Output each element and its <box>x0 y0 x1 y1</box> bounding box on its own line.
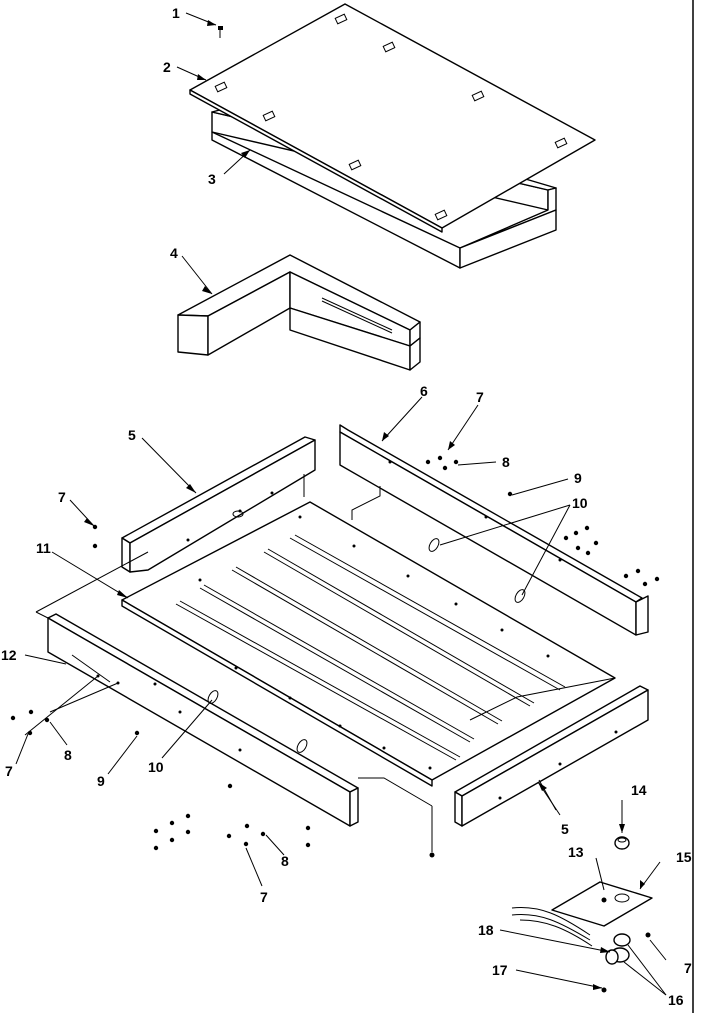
leader-arrowheads <box>84 20 645 990</box>
part-5-lower-right-rail <box>454 685 649 827</box>
callout-labels: 1 2 3 4 5 5 6 7 7 7 7 7 8 8 8 9 9 10 10 … <box>1 5 692 1008</box>
callout-8-bottom: 8 <box>281 853 289 869</box>
callout-12: 12 <box>1 647 17 663</box>
callout-6: 6 <box>420 383 428 399</box>
callout-8-top: 8 <box>502 454 510 470</box>
drain-assembly <box>511 836 653 993</box>
part-4-l-foam-block <box>177 254 421 371</box>
callout-5-upper: 5 <box>128 427 136 443</box>
part-11-base-pan <box>121 501 616 787</box>
part-12-front-rail <box>47 613 359 827</box>
callout-10-right: 10 <box>572 495 588 511</box>
callout-7-bottom: 7 <box>260 889 268 905</box>
callout-5-lower: 5 <box>561 821 569 837</box>
part-2-top-plate <box>189 3 596 233</box>
callout-7-left: 7 <box>58 489 66 505</box>
callout-17: 17 <box>492 962 508 978</box>
part-6-right-rail <box>339 424 649 636</box>
part-1-screw <box>218 26 223 38</box>
callout-11: 11 <box>36 540 51 556</box>
callout-10-left: 10 <box>148 759 164 775</box>
loose-fasteners <box>10 455 660 858</box>
callout-3: 3 <box>208 171 216 187</box>
part-5-upper-left-rail <box>121 436 316 573</box>
callout-9-right: 9 <box>574 470 582 486</box>
callout-1: 1 <box>172 5 180 21</box>
callout-4: 4 <box>170 245 178 261</box>
callout-7-top: 7 <box>476 389 484 405</box>
callout-9-left: 9 <box>97 773 105 789</box>
assembly-outline <box>35 474 433 852</box>
callout-14: 14 <box>631 782 647 798</box>
leader-lines <box>15 12 667 996</box>
callout-18: 18 <box>478 922 494 938</box>
callout-16: 16 <box>668 992 684 1008</box>
callout-7-bottom-left: 7 <box>5 763 13 779</box>
callout-13: 13 <box>568 844 584 860</box>
callout-7-drain: 7 <box>684 960 692 976</box>
callout-8-left: 8 <box>64 747 72 763</box>
callout-15: 15 <box>676 849 692 865</box>
callout-2: 2 <box>163 59 171 75</box>
